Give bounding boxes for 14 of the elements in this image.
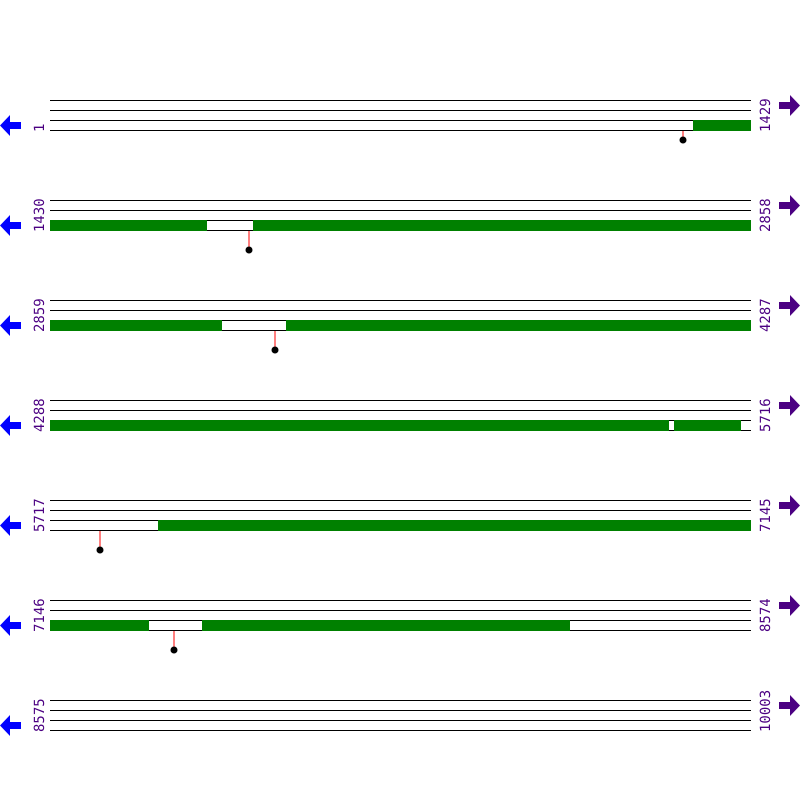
end-coordinate: 1429 <box>759 98 773 132</box>
start-coordinate: 8575 <box>33 698 47 732</box>
start-coordinate: 7146 <box>33 598 47 632</box>
start-coordinate: 4288 <box>33 398 47 432</box>
end-coordinate: 8574 <box>759 598 773 632</box>
start-coordinate: 2859 <box>33 298 47 332</box>
end-coordinate: 10003 <box>759 690 773 732</box>
start-coordinate: 1 <box>33 124 47 132</box>
end-coordinate: 2858 <box>759 198 773 232</box>
end-coordinate: 4287 <box>759 298 773 332</box>
end-coordinate: 5716 <box>759 398 773 432</box>
start-coordinate: 1430 <box>33 198 47 232</box>
end-coordinate: 7145 <box>759 498 773 532</box>
start-coordinate: 5717 <box>33 498 47 532</box>
